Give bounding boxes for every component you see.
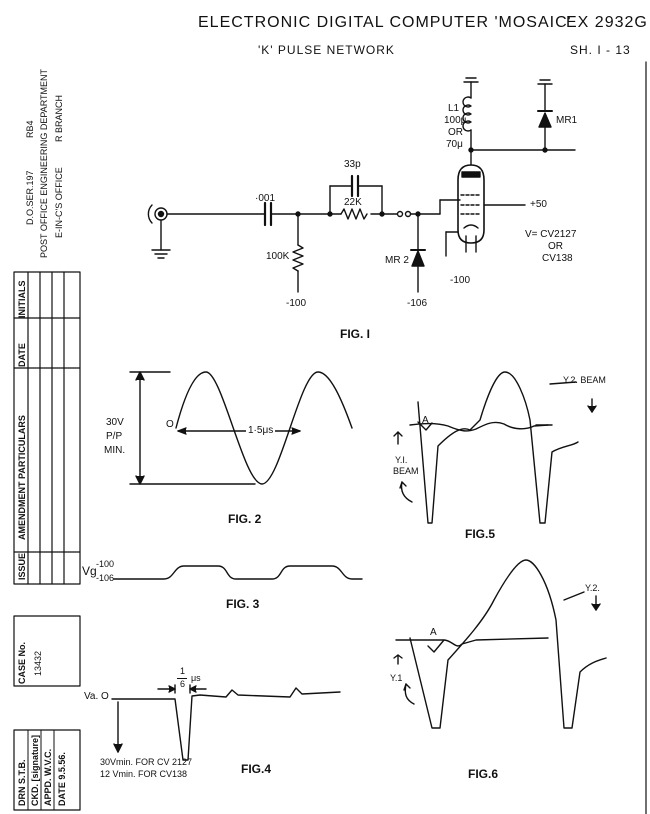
label-valve-alt: CV138: [542, 253, 573, 264]
fig5-y1-trace: [409, 421, 549, 432]
sheet-number: SH. I - 13: [570, 43, 631, 57]
fig6-y1-trace: [395, 637, 549, 647]
fig2-sine: [175, 371, 353, 485]
sheet-title: ELECTRONIC DIGITAL COMPUTER 'MOSAIC': [198, 14, 572, 31]
fig4-note-cv2127: 30Vmin. FOR CV 2127: [100, 757, 193, 767]
label-r2-supply: -100: [286, 298, 307, 309]
amendment-table: [13, 271, 81, 585]
fig2-amplitude-min: MIN.: [104, 445, 126, 456]
fig4-width-den: 6: [180, 679, 186, 689]
fig4-caption: FIG.4: [241, 762, 272, 776]
label-r1: 22K: [344, 197, 362, 208]
fig4-va: Va. O: [84, 691, 109, 702]
fig5-y2-trace: [417, 371, 579, 524]
fig3-vg: Vg: [82, 564, 97, 578]
fig5-caption: FIG.5: [465, 527, 496, 541]
label-l1-or: OR: [448, 127, 463, 138]
fig5-y1-beam: BEAM: [393, 466, 419, 476]
fig1-caption: FIG. I: [340, 327, 370, 341]
fig1-circuit: [147, 77, 576, 293]
label-l1: L1: [448, 103, 460, 114]
label-screen-supply: +50: [530, 199, 547, 210]
fig4-width-num: 1: [180, 666, 186, 676]
fig6-point-a: A: [430, 627, 437, 638]
diode-mr2: [411, 250, 425, 267]
fig2-zero: O: [166, 419, 174, 430]
valve: [457, 164, 485, 244]
sheet-subtitle: 'K' PULSE NETWORK: [258, 43, 395, 57]
fig3-level-low: -106: [96, 573, 115, 583]
fig4-waveform: [111, 684, 341, 761]
label-l1-value: 100μ: [444, 115, 467, 126]
fig2-amplitude: 30V: [106, 417, 124, 428]
diode-mr1: [538, 112, 552, 128]
label-c2: 33p: [344, 159, 361, 170]
label-r2: 100K: [266, 251, 290, 262]
label-mr2-supply: -106: [407, 298, 428, 309]
fig4-width-unit: μs: [191, 673, 201, 683]
label-valve-or: OR: [548, 241, 563, 252]
fig5-waveform: [393, 371, 597, 524]
drawing-number: EX 2932G: [566, 14, 648, 31]
resistor-22k: [340, 208, 368, 220]
fig4-fraction-bar: [177, 678, 187, 679]
label-cathode-supply: -100: [450, 275, 471, 286]
fig2-amplitude-pp: P/P: [106, 431, 123, 442]
fig6-waveform: [393, 559, 607, 729]
fig2-period: 1·5μs: [246, 425, 276, 436]
fig6-caption: FIG.6: [468, 767, 499, 781]
fig2-caption: FIG. 2: [228, 512, 262, 526]
fig6-y1-label: Y.1: [390, 673, 403, 683]
fig5-point-a: A: [422, 415, 429, 426]
fig3-waveform: [113, 565, 363, 580]
fig5-y1-label: Y.I.: [395, 455, 408, 465]
fig5-y2-label: Y.2. BEAM: [563, 375, 606, 385]
case-box: [13, 615, 81, 687]
fig2-waveform: [129, 371, 353, 485]
fig4-note-cv138: 12 Vmin. FOR CV138: [100, 769, 188, 779]
fig3-level-high: -100: [96, 559, 115, 569]
signature-box: [13, 729, 81, 811]
fig3-caption: FIG. 3: [226, 597, 260, 611]
label-valve-type: V= CV2127: [525, 229, 577, 240]
label-l1-alt: 70μ: [446, 139, 463, 150]
inductor-l1: [462, 96, 472, 132]
fig6-y2-label: Y.2.: [585, 583, 600, 593]
label-c1: ·001: [255, 193, 276, 204]
label-mr1: MR1: [556, 115, 578, 126]
fig6-y2-trace: [409, 559, 607, 729]
resistor-100k: [292, 244, 304, 272]
label-mr2: MR 2: [385, 255, 409, 266]
